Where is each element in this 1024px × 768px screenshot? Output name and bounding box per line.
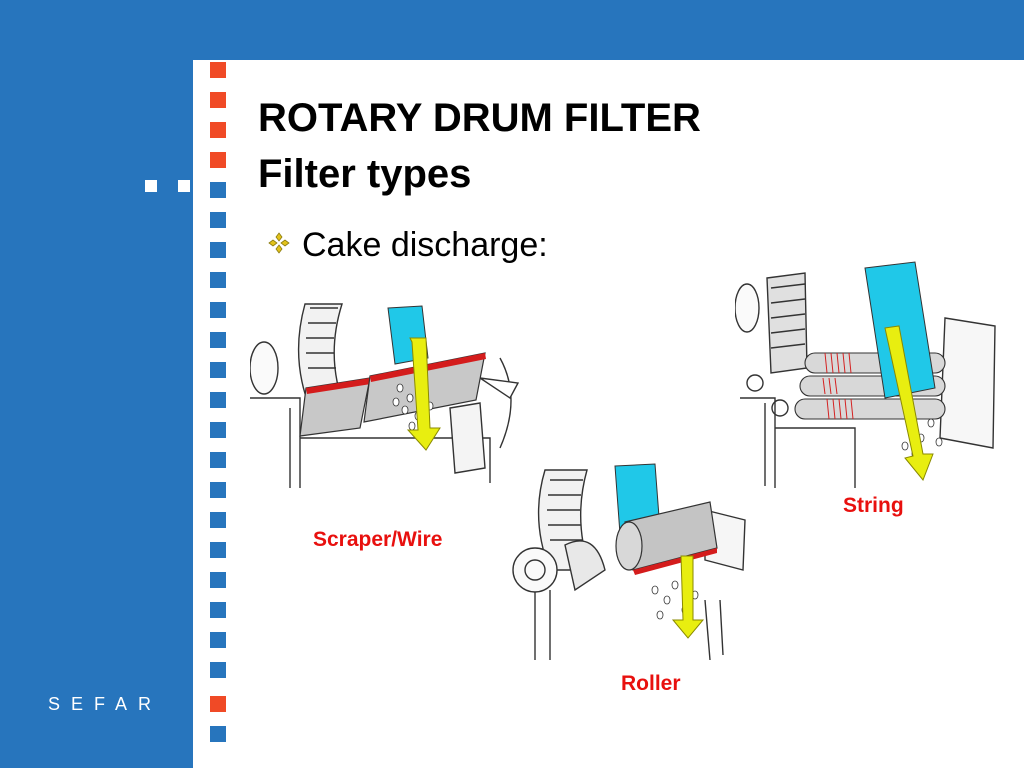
string-discharge-illustration	[735, 261, 996, 488]
slide-title: ROTARY DRUM FILTER	[258, 96, 701, 140]
bullet-text: Cake discharge:	[302, 226, 548, 264]
caption-roller: Roller	[621, 672, 681, 695]
caption-string: String	[843, 494, 904, 517]
caption-scraper-wire: Scraper/Wire	[313, 528, 443, 551]
roller-discharge-illustration	[512, 463, 746, 661]
left-blue-band	[0, 0, 193, 768]
bullet-item: Cake discharge:	[268, 226, 548, 265]
sefar-logo-text: SEFAR	[48, 694, 163, 714]
decorative-square-column	[210, 62, 226, 752]
slide-subtitle: Filter types	[258, 152, 472, 196]
diamond-bullet-icon	[268, 232, 290, 259]
scraper-discharge-illustration	[250, 303, 520, 488]
